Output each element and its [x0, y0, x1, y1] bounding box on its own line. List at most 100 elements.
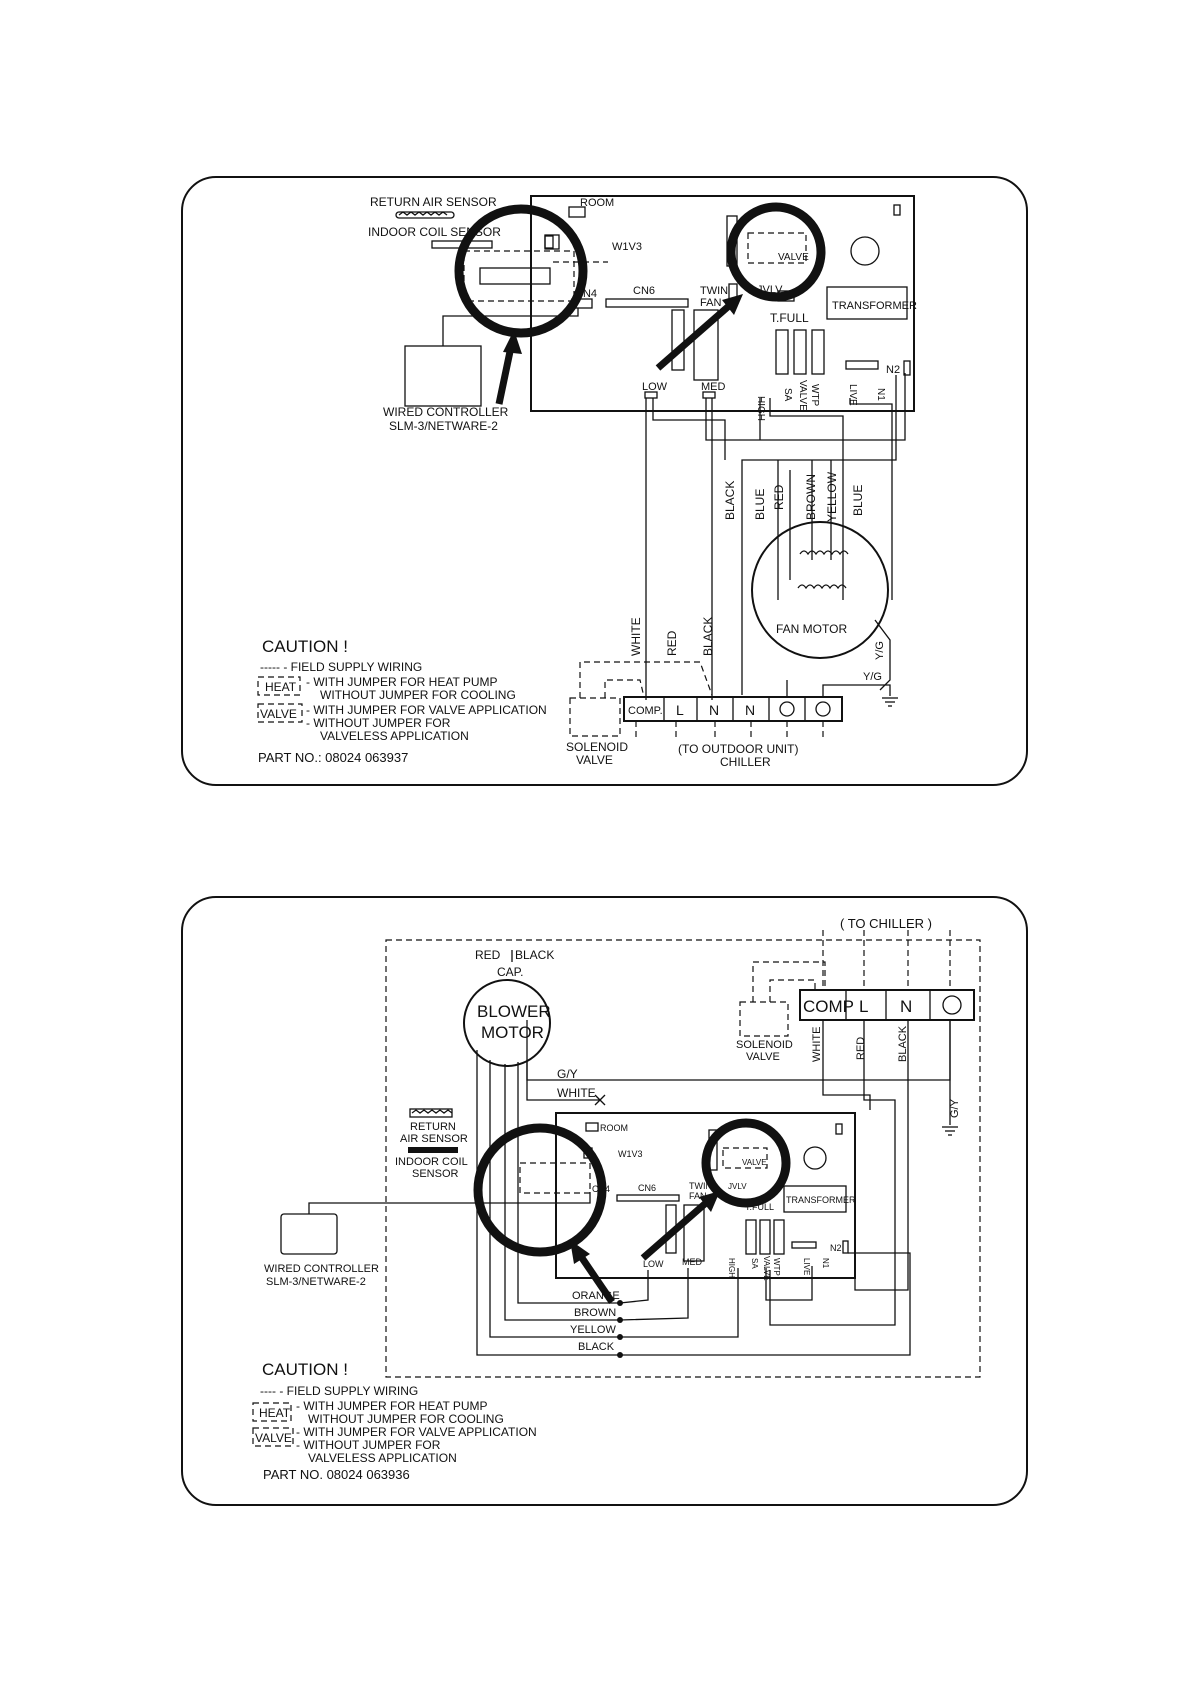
cn-jumper [479, 267, 551, 285]
solenoid2-wire-a [752, 961, 826, 1002]
terminal-block-2 [799, 989, 975, 1021]
wire2-label-black: BLACK [897, 1025, 909, 1062]
wired-controller2-label-2: SLM-3/NETWARE-2 [266, 1276, 366, 1288]
diagram-1: RETURN AIR SENSOR INDOOR COIL SENSOR ROO… [181, 176, 1028, 786]
fan-motor-winding-2 [797, 584, 847, 590]
motor-wire-brown [504, 1064, 620, 1321]
wire2-label-white: WHITE [811, 1027, 823, 1062]
solenoid-valve-2 [739, 1001, 789, 1037]
sensor-connector [544, 234, 560, 250]
black-label: BLACK [515, 948, 554, 962]
part-no-2: PART NO. 08024 063936 [263, 1467, 410, 1482]
tb-comp: COMP. [628, 705, 663, 717]
heat-box-label-2: HEAT [259, 1406, 291, 1420]
legend2-line-2: - WITH JUMPER FOR HEAT PUMP [296, 1399, 488, 1413]
cap-label: CAP. [497, 965, 523, 979]
arrow-2b [640, 1199, 710, 1261]
valve-box-label-1: VALVE [260, 707, 297, 721]
wire2-med [619, 1268, 689, 1321]
valve-box-label-2: VALVE [255, 1431, 292, 1445]
arrow-2a [577, 1253, 615, 1304]
return-air-sensor-label: RETURN AIR SENSOR [370, 195, 497, 209]
wire-low [652, 398, 726, 460]
relay-e [811, 329, 825, 375]
legend2-line-4: - WITH JUMPER FOR VALVE APPLICATION [296, 1425, 537, 1439]
wire2-valve-live [765, 1266, 813, 1301]
solenoid2-label-1: SOLENOID [736, 1039, 793, 1051]
chiller-label: CHILLER [720, 755, 771, 769]
solenoid-wire-b [604, 679, 645, 698]
cn6-2-label: CN6 [638, 1183, 656, 1193]
relay2-e [773, 1219, 785, 1255]
wire2-low [619, 1270, 649, 1304]
relay-c [775, 329, 789, 375]
tb-ground-1-icon [779, 701, 795, 717]
tb2-l: L [859, 997, 868, 1016]
terminal2-high: HIGH [727, 1258, 736, 1278]
tb-n1: N [709, 702, 719, 718]
motor-wire-black [476, 1050, 620, 1356]
legend-line-4: - WITH JUMPER FOR VALVE APPLICATION [306, 703, 547, 717]
fan-motor [751, 521, 889, 659]
blower-label-2: MOTOR [481, 1023, 544, 1042]
wire-label-yellow: YELLOW [825, 471, 839, 522]
wire-label-blue: BLUE [753, 489, 767, 520]
blower-motor [463, 979, 551, 1067]
cn6-label: CN6 [633, 285, 655, 297]
wire-med [705, 373, 906, 441]
fuse-1 [850, 236, 880, 266]
terminal-live: LIVE [847, 384, 858, 406]
relay-a [671, 309, 685, 371]
tb2-n: N [900, 997, 912, 1016]
legend2-line-5: - WITHOUT JUMPER FOR [296, 1438, 441, 1452]
terminal2-wtp: WTP [772, 1258, 781, 1276]
room-connector [568, 206, 586, 218]
return-air-sensor-2-coil [411, 1109, 453, 1114]
node-orange [617, 1300, 623, 1306]
caution-title-1: CAUTION ! [262, 637, 348, 656]
twin-fan-2-label-2: FAN [689, 1191, 707, 1201]
arrow-2b-head [699, 1191, 720, 1212]
caution-title-2: CAUTION ! [262, 1360, 348, 1379]
n2-label: N2 [886, 364, 900, 376]
pcb2-jumper [835, 1123, 843, 1135]
twin-fan-label-2: FAN [700, 297, 721, 309]
wire-label-brown: BROWN [804, 474, 818, 520]
wire2-white [822, 1020, 871, 1110]
diagram-2-frame [181, 896, 1028, 1506]
cn6-connector [605, 298, 689, 308]
solenoid2-label-2: VALVE [746, 1051, 780, 1063]
jvlv2-label: JVLV [728, 1182, 747, 1191]
wire-black-a [741, 375, 897, 640]
highlight-circle-2a [473, 1123, 607, 1257]
legend2-line-6: VALVELESS APPLICATION [308, 1451, 457, 1465]
motor-wire-orange [517, 1062, 620, 1304]
tb-l: L [676, 702, 684, 718]
wired-controller-label-1: WIRED CONTROLLER [383, 405, 509, 419]
legend2-line-1: ---- - FIELD SUPPLY WIRING [260, 1384, 418, 1398]
tb2-ground-icon [942, 995, 962, 1015]
highlight-circle-1b [726, 202, 826, 302]
terminal-wtp: WTP [809, 384, 820, 407]
gy-label-2: G/Y [949, 1098, 961, 1118]
x-mark-2 [594, 1094, 606, 1106]
arrow-1b-head [722, 294, 743, 315]
return-air-sensor-coil [398, 211, 448, 216]
yg-label-2: Y/G [863, 671, 882, 683]
gy-label: G/Y [557, 1067, 578, 1081]
legend-line-2: - WITH JUMPER FOR HEAT PUMP [306, 675, 498, 689]
wire-live [849, 398, 893, 600]
room-label: ROOM [580, 197, 614, 209]
twin-fan-label-1: TWIN [700, 285, 728, 297]
yg-label-1: Y/G [874, 641, 886, 660]
tb2-comp: COMP [803, 997, 854, 1016]
fan-motor-label: FAN MOTOR [776, 622, 847, 636]
cn2-area [519, 1162, 591, 1194]
terminal2-med: MED [682, 1257, 703, 1267]
solenoid2-wire-b [769, 979, 816, 1002]
wire2-n2 [620, 1252, 911, 1356]
ground-wire [822, 684, 891, 697]
t-full-label: T.FULL [770, 311, 809, 325]
terminal2-n1: N1 [821, 1258, 830, 1269]
